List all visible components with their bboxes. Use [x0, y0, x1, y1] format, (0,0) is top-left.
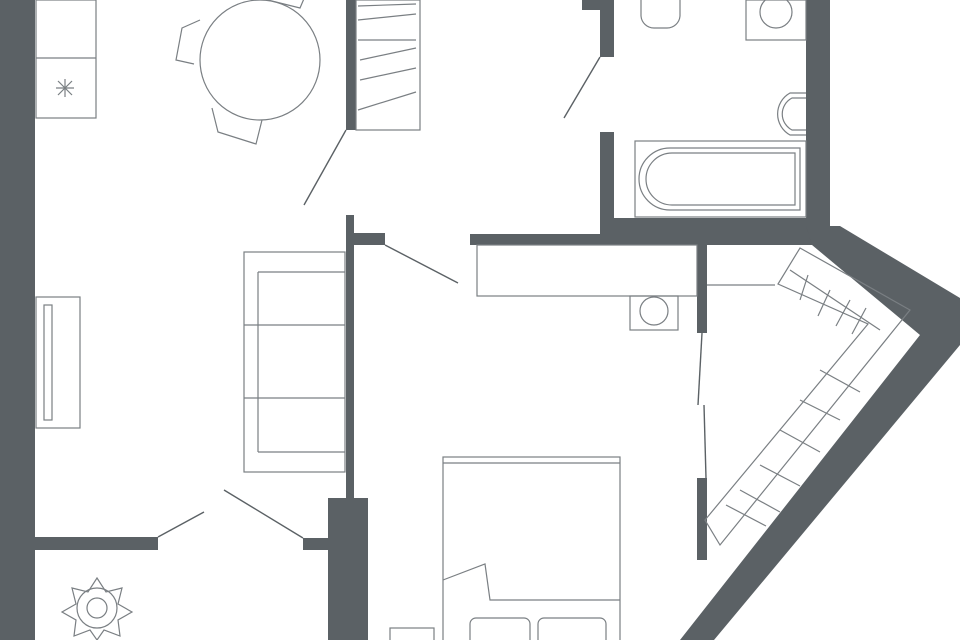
bathroom-left-wall-bottom — [600, 132, 614, 232]
closet-wall-top — [697, 245, 707, 333]
desk — [476, 244, 698, 297]
bedroom — [389, 244, 698, 640]
stove-icon — [56, 79, 74, 97]
corridor-wall — [470, 234, 610, 245]
bathroom — [634, 0, 807, 218]
tv-unit — [35, 296, 81, 429]
desk-chair — [629, 295, 679, 331]
nightstand — [389, 627, 435, 640]
kitchen-counter — [35, 0, 97, 119]
kitchen — [35, 0, 321, 145]
bathroom-left-wall-top — [600, 0, 614, 57]
top-stub — [582, 0, 600, 10]
bathroom-right-wall — [806, 0, 830, 245]
washing-machine — [745, 0, 807, 41]
balcony-wall — [35, 537, 158, 550]
chair-icon — [175, 0, 305, 145]
walk-in-closet — [704, 247, 911, 547]
pillar — [328, 498, 368, 640]
door-swing — [703, 404, 707, 479]
dining-table — [199, 0, 321, 121]
pillow — [537, 617, 607, 640]
wardrobe — [355, 0, 421, 131]
toilet-icon — [640, 0, 681, 29]
doors — [157, 56, 707, 539]
living-area — [35, 251, 346, 473]
pillow — [469, 617, 531, 640]
plant-icon — [60, 576, 134, 640]
bedroom-left-wall — [346, 215, 354, 500]
sofa — [243, 251, 346, 473]
bedroom-door-stub — [354, 233, 385, 245]
door-swing — [303, 129, 347, 206]
door-swing — [697, 332, 703, 406]
bathtub — [634, 140, 807, 218]
door-swing — [223, 489, 304, 539]
bed — [442, 456, 621, 640]
sink-icon — [777, 92, 806, 136]
door-swing — [384, 244, 459, 284]
tv-icon — [43, 304, 53, 421]
door-swing — [157, 511, 205, 538]
diagonal-outer-wall — [680, 226, 960, 640]
closet-wall-bottom — [697, 478, 707, 560]
left-outer-wall — [0, 0, 35, 640]
pillar-stub — [303, 538, 330, 550]
wardrobe-wall-top — [346, 0, 356, 130]
door-swing — [563, 56, 601, 119]
bathroom-bottom-wall — [600, 218, 830, 245]
